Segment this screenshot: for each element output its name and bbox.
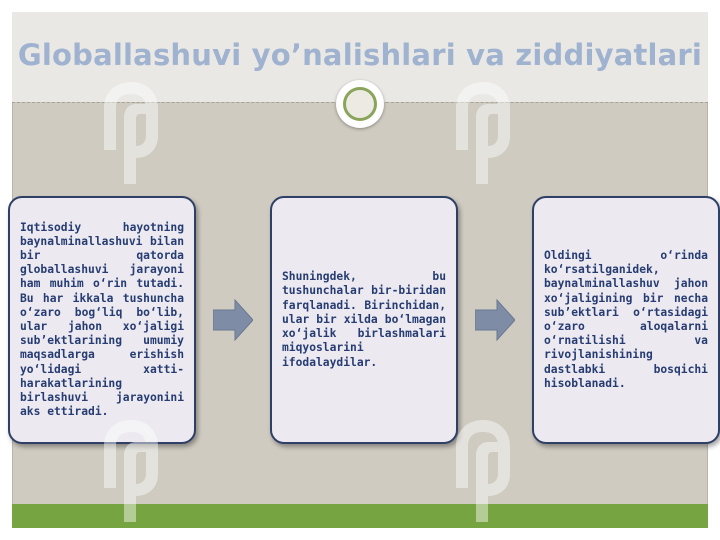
circle-emblem-icon — [336, 80, 384, 128]
content-box-3-text: Oldingi o‘rinda ko‘rsatilganidek, baynal… — [544, 248, 708, 390]
content-box-3: Oldingi o‘rinda ko‘rsatilganidek, baynal… — [532, 196, 720, 444]
content-box-1-text: Iqtisodiy hayotning baynalminallashuvi b… — [20, 220, 184, 419]
slide-title: Globallashuvi yo’nalishlari va ziddiyatl… — [17, 38, 703, 72]
content-box-2-text: Shuningdek, bu tushunchalar bir-biridan … — [282, 270, 446, 369]
slide: Globallashuvi yo’nalishlari va ziddiyatl… — [8, 12, 720, 528]
content-box-1: Iqtisodiy hayotning baynalminallashuvi b… — [8, 196, 196, 444]
content-box-2: Shuningdek, bu tushunchalar bir-biridan … — [270, 196, 458, 444]
right-arrow-icon — [475, 298, 515, 342]
right-arrow-icon — [213, 298, 253, 342]
footer-bar — [12, 504, 708, 528]
